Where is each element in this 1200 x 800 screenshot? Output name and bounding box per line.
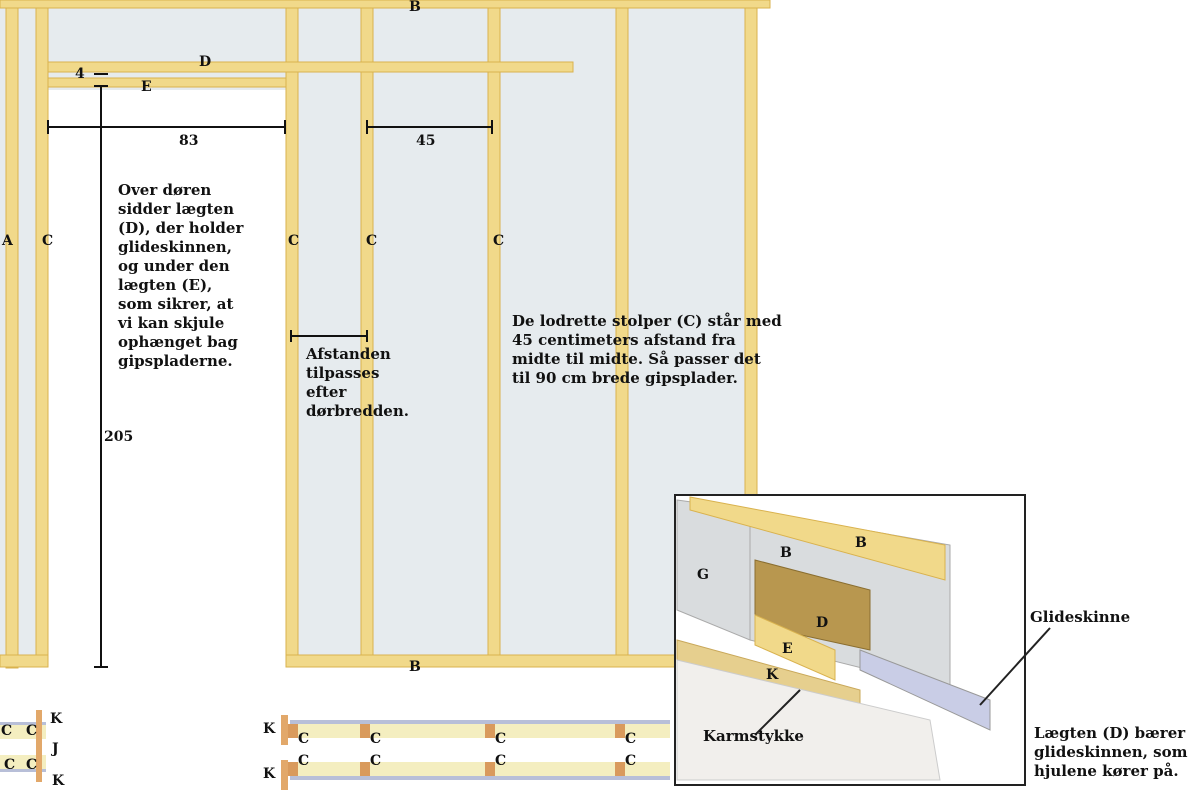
plan-label-c: C <box>26 723 38 739</box>
top-plate-b <box>0 0 771 9</box>
plan-label-c: C <box>370 731 382 747</box>
dimension-lines <box>47 73 493 668</box>
inset-label-e: E <box>782 641 793 657</box>
label-glideskinne: Glideskinne <box>1030 608 1131 626</box>
plan-label-c: C <box>495 753 507 769</box>
lath-d <box>47 61 574 73</box>
label-c: C <box>42 233 54 249</box>
label-a: A <box>2 233 13 249</box>
stud-c <box>35 7 49 659</box>
inset-label-b: B <box>855 535 867 551</box>
door-opening <box>48 90 286 670</box>
plan-label-c: C <box>1 723 13 739</box>
label-c: C <box>288 233 300 249</box>
bottom-plate-b <box>285 654 682 668</box>
plan-label-c: C <box>26 757 38 773</box>
label-b-bottom: B <box>409 659 421 675</box>
bottom-plate-left <box>0 654 49 668</box>
note-studs: De lodrette stolper (C) står med 45 cent… <box>512 312 782 387</box>
plan-view-right <box>281 715 670 790</box>
plan-label-k: K <box>263 721 276 737</box>
plan-label-c: C <box>625 753 637 769</box>
lath-e <box>47 77 287 88</box>
plan-label-c: C <box>495 731 507 747</box>
plan-label-c: C <box>4 757 16 773</box>
inset-detail <box>674 494 1051 786</box>
inset-label-g: G <box>697 567 709 583</box>
label-d: D <box>199 54 212 70</box>
plan-label-j: J <box>52 741 59 757</box>
plan-label-k: K <box>263 766 276 782</box>
stud-c <box>487 7 501 659</box>
studs <box>5 7 758 669</box>
note-adjust: Afstanden tilpasses efter dørbredden. <box>306 345 409 420</box>
plan-label-c: C <box>298 731 310 747</box>
plan-label-c: C <box>298 753 310 769</box>
label-b-top: B <box>409 0 421 15</box>
plan-view-left <box>0 710 46 782</box>
label-c: C <box>493 233 505 249</box>
inset-label-b: B <box>780 545 792 561</box>
plan-label-c: C <box>370 753 382 769</box>
label-c: C <box>366 233 378 249</box>
note-rail: Lægten (D) bærer glideskinnen, som hjule… <box>1034 724 1188 780</box>
plan-label-k: K <box>50 711 63 727</box>
note-lath: Over døren sidder lægten (D), der holder… <box>118 181 244 370</box>
inset-label-k: K <box>766 667 779 683</box>
label-karmstykke: Karmstykke <box>703 727 804 745</box>
label-e: E <box>141 79 152 95</box>
inset-label-d: D <box>816 615 829 631</box>
dim-gap: 4 <box>75 66 85 82</box>
plan-label-k: K <box>52 773 65 789</box>
dim-stud-spacing: 45 <box>416 133 436 149</box>
dim-opening-width: 83 <box>179 133 199 149</box>
dim-door-height: 205 <box>104 429 134 445</box>
stud-a <box>5 7 19 669</box>
plan-label-c: C <box>625 731 637 747</box>
